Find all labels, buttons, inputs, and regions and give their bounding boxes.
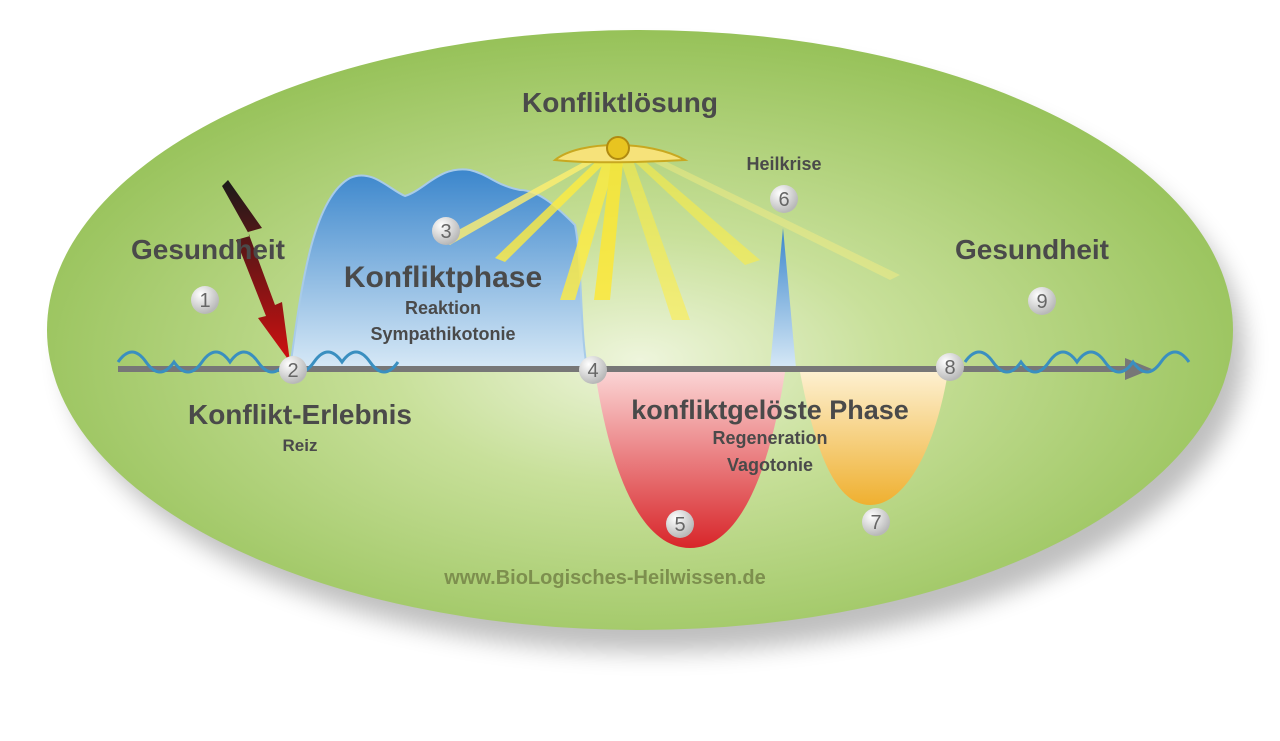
light-rays bbox=[440, 146, 900, 320]
svg-text:5: 5 bbox=[674, 514, 685, 536]
marker-7: 7 bbox=[862, 508, 890, 536]
label-konfliktgeloeste-phase: konfliktgelöste Phase bbox=[631, 395, 909, 425]
marker-5: 5 bbox=[666, 510, 694, 538]
label-konflikt-erlebnis: Konflikt-Erlebnis bbox=[188, 399, 412, 430]
label-gesundheit-right: Gesundheit bbox=[955, 234, 1109, 265]
website-url: www.BioLogisches-Heilwissen.de bbox=[443, 567, 766, 589]
recovery-phase-area bbox=[800, 372, 948, 505]
label-gesundheit-left: Gesundheit bbox=[131, 234, 285, 265]
marker-9: 9 bbox=[1028, 287, 1056, 315]
background-ellipse bbox=[47, 30, 1233, 630]
left-wave bbox=[116, 350, 400, 374]
marker-8: 8 bbox=[936, 353, 964, 381]
label-reaktion: Reaktion bbox=[405, 298, 481, 318]
svg-text:3: 3 bbox=[440, 221, 451, 243]
marker-3: 3 bbox=[432, 217, 460, 245]
svg-text:9: 9 bbox=[1036, 291, 1047, 313]
sun-eye-icon bbox=[552, 136, 689, 164]
svg-text:7: 7 bbox=[870, 512, 881, 534]
svg-text:2: 2 bbox=[287, 360, 298, 382]
marker-1: 1 bbox=[191, 286, 219, 314]
marker-6: 6 bbox=[770, 185, 798, 213]
svg-text:4: 4 bbox=[587, 360, 598, 382]
label-vagotonie: Vagotonie bbox=[727, 455, 813, 475]
regeneration-phase-area bbox=[595, 372, 785, 548]
svg-text:1: 1 bbox=[199, 290, 210, 312]
svg-text:8: 8 bbox=[944, 357, 955, 379]
title-konfliktloesung: Konfliktlösung bbox=[522, 87, 718, 118]
marker-4: 4 bbox=[579, 356, 607, 384]
lightning-bolt-icon bbox=[222, 180, 290, 362]
right-wave bbox=[963, 350, 1191, 374]
label-regeneration: Regeneration bbox=[712, 428, 827, 448]
label-heilkrise: Heilkrise bbox=[746, 154, 821, 174]
healing-crisis-spike bbox=[770, 228, 796, 368]
label-sympathikotonie: Sympathikotonie bbox=[370, 324, 515, 344]
label-konfliktphase: Konfliktphase bbox=[344, 261, 542, 294]
svg-text:6: 6 bbox=[778, 189, 789, 211]
marker-2: 2 bbox=[279, 356, 307, 384]
label-reiz: Reiz bbox=[283, 436, 318, 455]
